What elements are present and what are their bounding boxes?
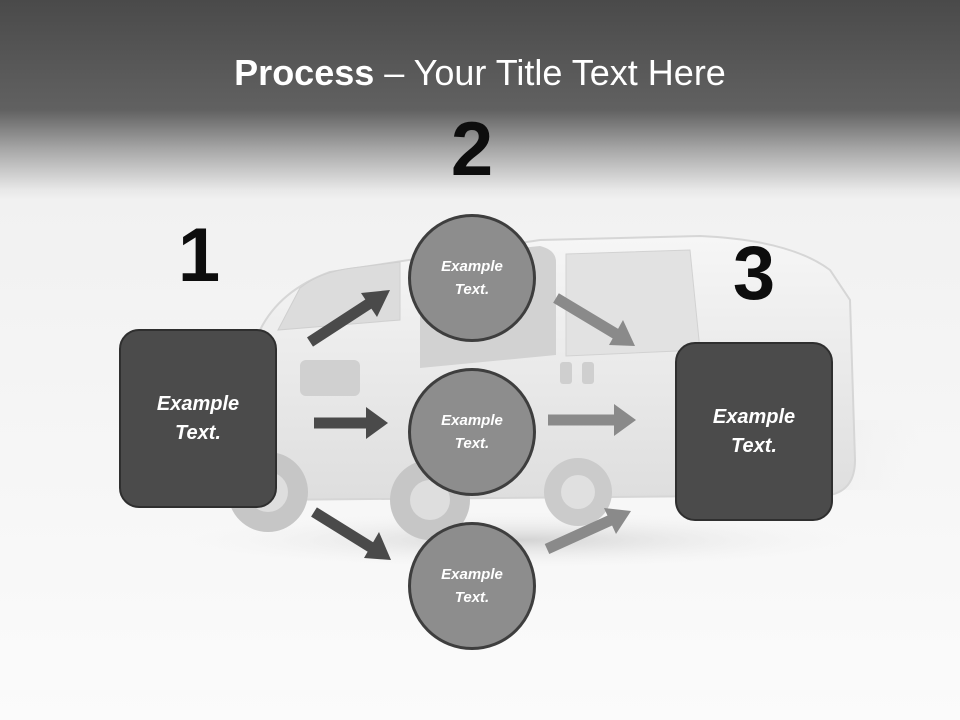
step-3-box: Example Text. <box>675 342 833 521</box>
arrow-1-to-bottom <box>311 507 391 560</box>
step-2-circle-top: Example Text. <box>408 214 536 342</box>
title-rest: – Your Title Text Here <box>374 52 726 93</box>
title-bold: Process <box>234 52 375 93</box>
circle-top-line1: Example <box>441 258 503 275</box>
circle-bottom-line1: Example <box>441 566 503 583</box>
step-2-circle-bottom: Example Text. <box>408 522 536 650</box>
step-3-line1: Example <box>712 405 796 428</box>
step-1-line2: Text. <box>175 421 221 444</box>
step-1-line1: Example <box>156 392 240 415</box>
step-2-circle-middle: Example Text. <box>408 368 536 496</box>
step-1-box: Example Text. <box>119 329 277 508</box>
circle-middle-line2: Text. <box>454 435 490 452</box>
step-number-3: 3 <box>732 231 776 316</box>
arrow-bottom-to-3 <box>544 508 631 555</box>
arrow-1-to-middle <box>314 407 388 439</box>
circle-middle-line1: Example <box>441 412 503 429</box>
arrow-top-to-3 <box>553 293 635 346</box>
step-number-2: 2 <box>450 107 494 192</box>
circle-bottom-line2: Text. <box>454 589 490 606</box>
step-number-1: 1 <box>177 213 221 298</box>
slide-title: Process – Your Title Text Here <box>0 52 960 94</box>
circle-top-line2: Text. <box>454 281 490 298</box>
arrow-middle-to-3 <box>548 404 636 436</box>
arrow-1-to-top <box>307 290 390 347</box>
header-band <box>0 0 960 200</box>
step-3-line2: Text. <box>731 434 777 457</box>
